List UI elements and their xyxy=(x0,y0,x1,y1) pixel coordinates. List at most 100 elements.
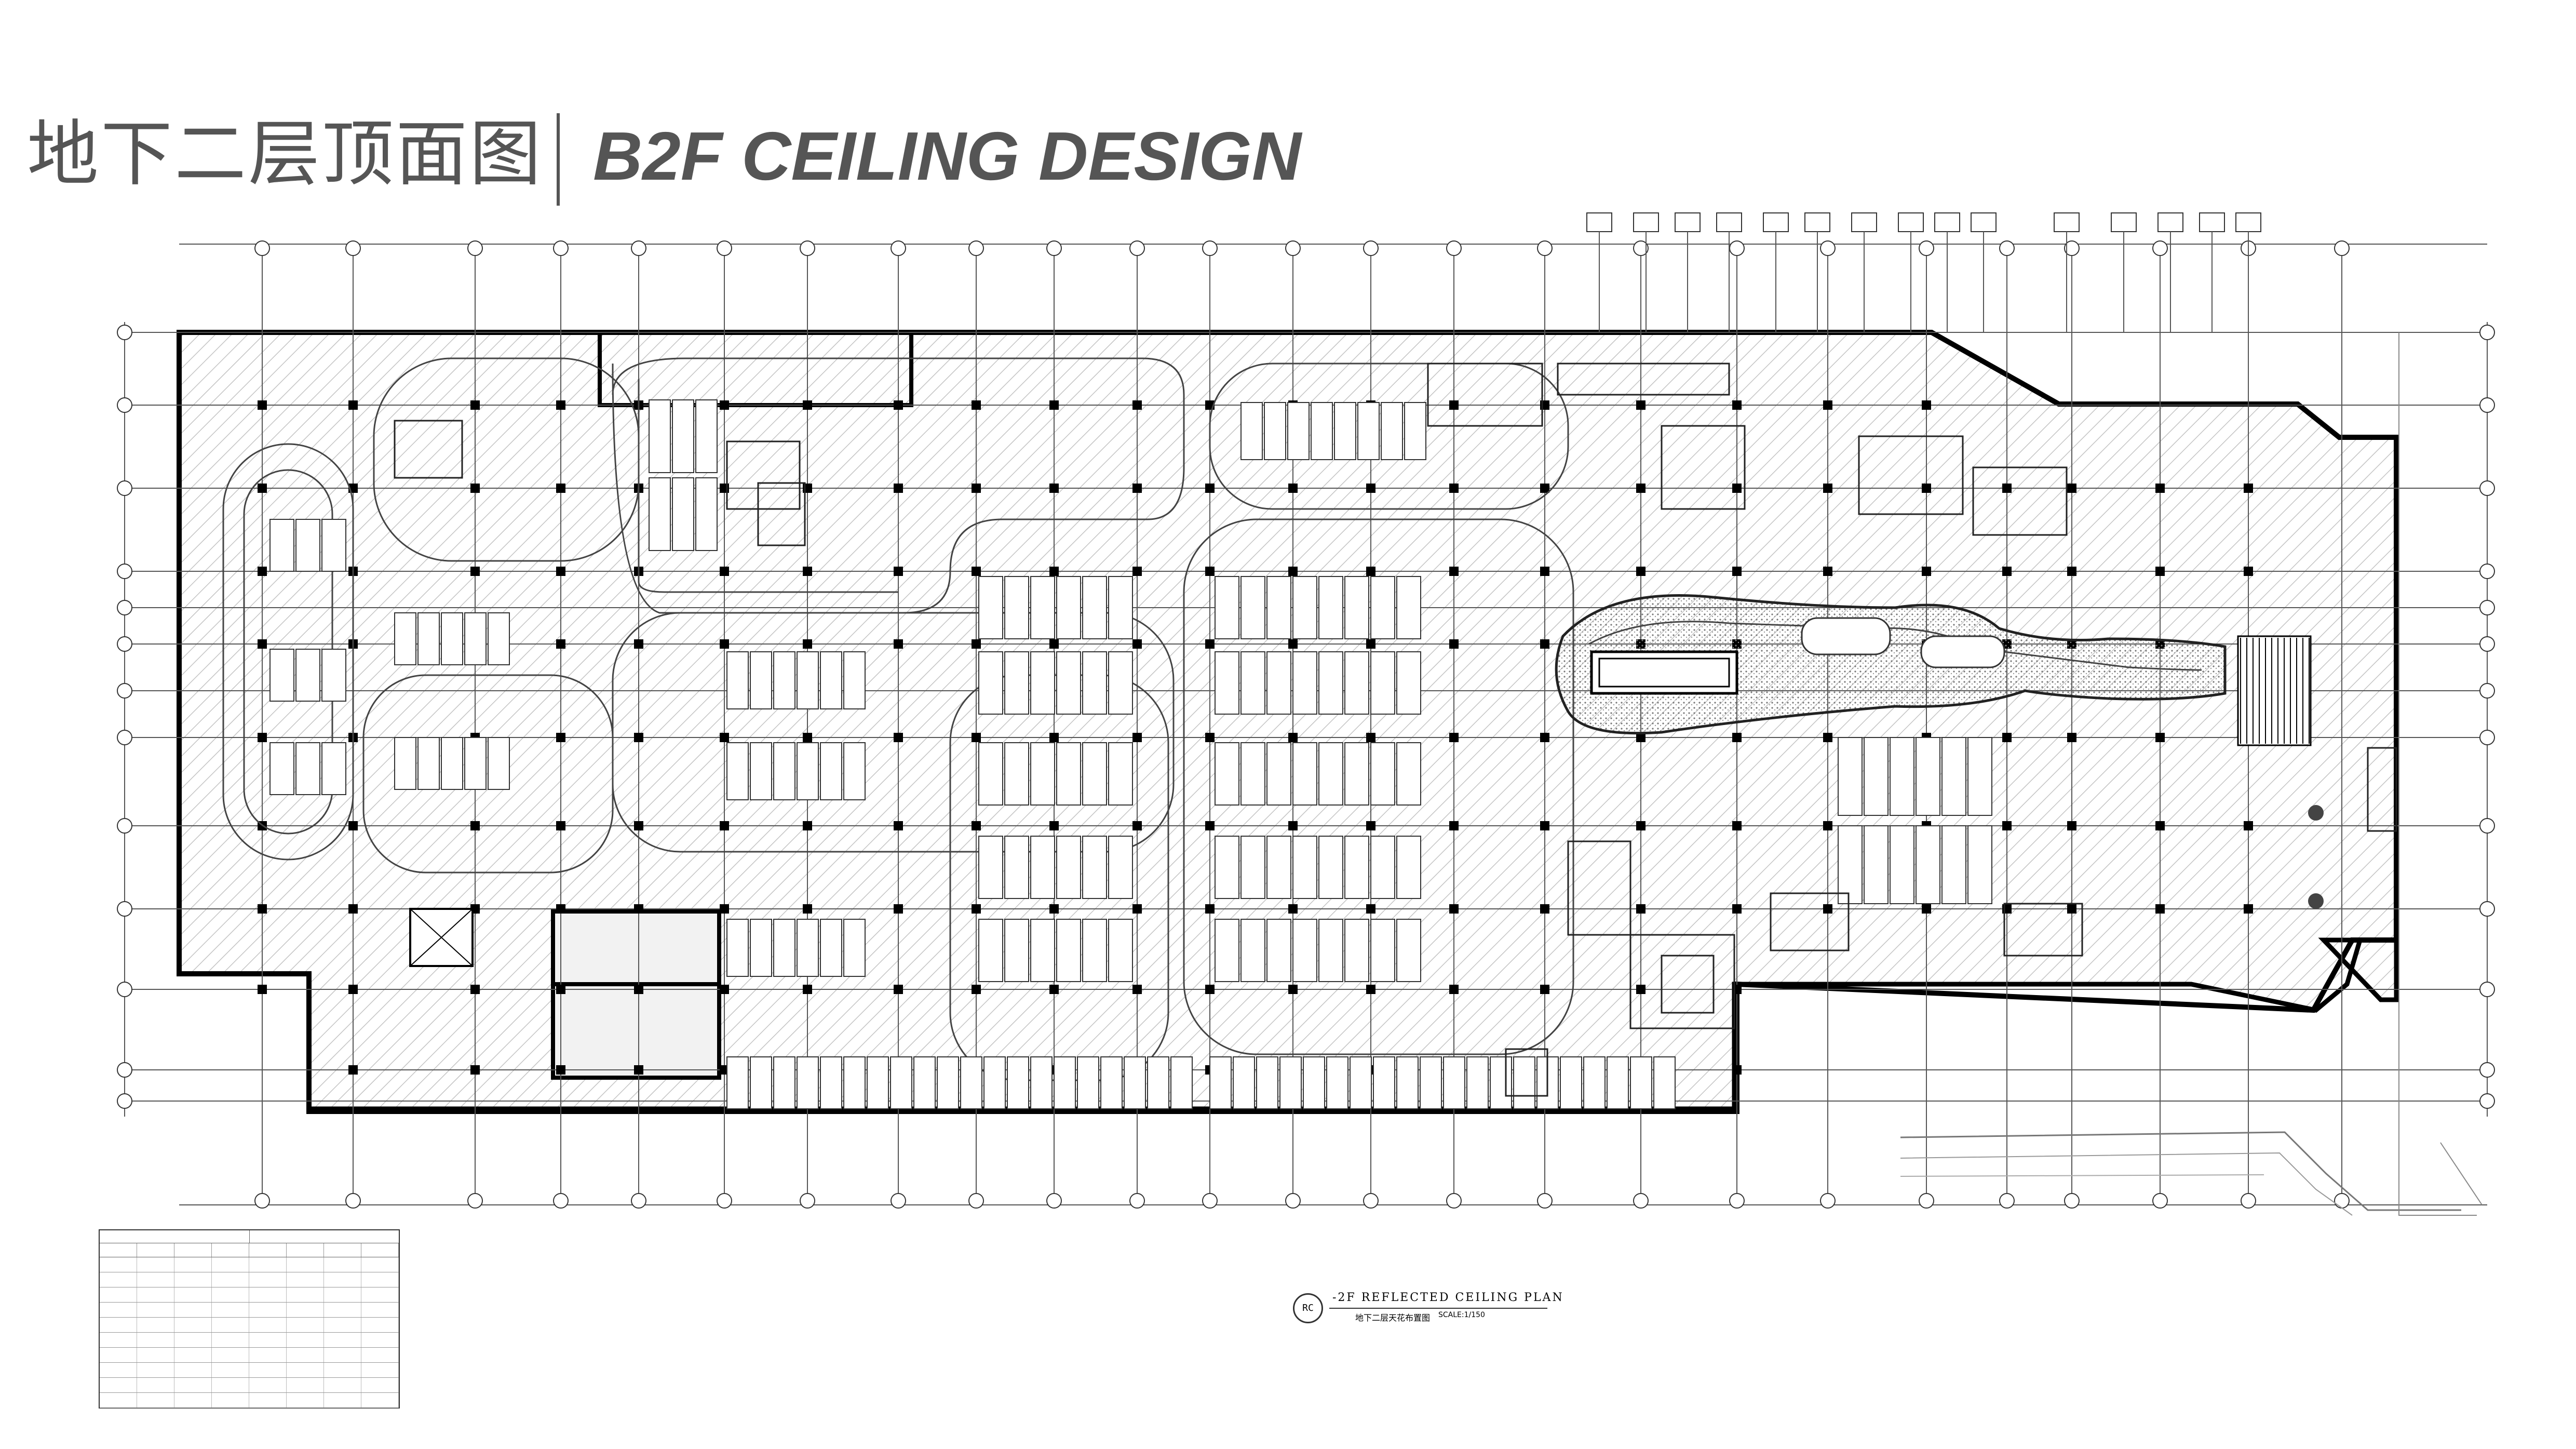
legend-cell xyxy=(249,1318,287,1332)
stall xyxy=(1370,919,1395,982)
grid-bubble-left xyxy=(117,818,132,834)
grid-bubble-bottom xyxy=(1820,1193,1836,1209)
stall xyxy=(1240,402,1263,460)
plan-scale: SCALE:1/150 xyxy=(1438,1311,1485,1319)
grid-bubble-right xyxy=(2479,1093,2495,1109)
grid-bubble-top xyxy=(1446,240,1462,256)
stall xyxy=(695,477,718,551)
legend-cell xyxy=(287,1303,324,1317)
grid-bubble-top xyxy=(800,240,815,256)
stall xyxy=(1381,402,1403,460)
legend-cell xyxy=(324,1272,361,1287)
room-partition xyxy=(1770,892,1850,951)
legend-cell xyxy=(212,1348,249,1362)
legend-cell xyxy=(174,1287,212,1302)
legend-cell xyxy=(324,1393,361,1407)
structural-column xyxy=(2155,567,2165,576)
structural-column xyxy=(556,639,565,649)
stall xyxy=(1916,825,1940,904)
structural-column xyxy=(634,821,643,830)
grid-bubble-right xyxy=(2479,325,2495,340)
legend-cell xyxy=(287,1318,324,1332)
grid-bubble-top xyxy=(968,240,984,256)
stall xyxy=(1030,576,1055,639)
structural-column xyxy=(634,985,643,994)
structural-column xyxy=(2244,904,2253,914)
structural-column xyxy=(2067,733,2076,742)
stall xyxy=(797,1056,819,1109)
stall xyxy=(1266,836,1291,899)
grid-bubble-top xyxy=(891,240,906,256)
legend-row xyxy=(100,1378,399,1393)
grid-bubble-top xyxy=(1729,240,1745,256)
grid-bubble-top xyxy=(1537,240,1553,256)
stall xyxy=(797,919,819,977)
structural-column xyxy=(1205,639,1215,649)
legend-cell xyxy=(100,1257,137,1272)
stall xyxy=(1030,651,1055,715)
room-partition xyxy=(1629,934,1735,1029)
structural-column xyxy=(1366,985,1375,994)
stall xyxy=(1838,737,1863,816)
legend-cell xyxy=(287,1287,324,1302)
stall xyxy=(1583,1056,1606,1109)
dimension-tag xyxy=(2199,212,2225,232)
stall xyxy=(269,649,294,702)
structural-column xyxy=(348,400,358,410)
grid-bubble-right xyxy=(2479,600,2495,615)
grid-bubble-bottom xyxy=(2064,1193,2080,1209)
stall xyxy=(1082,651,1107,715)
structural-column xyxy=(2244,484,2253,493)
stall xyxy=(1370,742,1395,806)
stall xyxy=(394,737,416,790)
structural-column xyxy=(1540,567,1549,576)
legend-cell xyxy=(287,1378,324,1392)
interior-rooms xyxy=(394,363,2397,1097)
stall xyxy=(750,651,772,709)
stall xyxy=(1240,919,1265,982)
structural-column xyxy=(972,484,981,493)
grid-bubble-top xyxy=(1129,240,1145,256)
grid-bubble-top xyxy=(553,240,569,256)
legend-cell xyxy=(249,1257,287,1272)
dimension-tag xyxy=(1716,212,1742,232)
grid-bubble-left xyxy=(117,901,132,917)
feature-circle-2 xyxy=(2308,893,2324,909)
structural-column xyxy=(1922,484,1931,493)
grid-bubble-bottom xyxy=(1919,1193,1934,1209)
grid-bubble-top xyxy=(1633,240,1649,256)
structural-column xyxy=(1205,904,1215,914)
legend-cell xyxy=(361,1257,399,1272)
grid-bubble-bottom xyxy=(1633,1193,1649,1209)
stall xyxy=(1344,742,1369,806)
stall xyxy=(1215,576,1239,639)
legend-cell xyxy=(100,1393,137,1407)
stall xyxy=(1030,1056,1053,1109)
stall xyxy=(773,651,795,709)
stall xyxy=(1490,1056,1512,1109)
stall xyxy=(1215,836,1239,899)
grid-bubble-top xyxy=(717,240,732,256)
legend-cell xyxy=(249,1333,287,1347)
structural-column xyxy=(1366,639,1375,649)
stall xyxy=(1653,1056,1676,1109)
stall xyxy=(820,742,842,800)
grid-bubble-top xyxy=(631,240,646,256)
room-partition xyxy=(1427,363,1543,427)
legend-cell xyxy=(174,1393,212,1407)
grid-bubble-top xyxy=(2334,240,2350,256)
legend-cell xyxy=(212,1287,249,1302)
stall xyxy=(1215,651,1239,715)
structural-column xyxy=(258,904,267,914)
structural-column xyxy=(258,400,267,410)
stall xyxy=(1292,836,1317,899)
stall xyxy=(1334,402,1356,460)
stall xyxy=(1124,1056,1146,1109)
stall xyxy=(1967,825,1992,904)
stall xyxy=(1303,1056,1325,1109)
grid-bubble-top xyxy=(2152,240,2168,256)
stall xyxy=(1077,1056,1099,1109)
legend-cell xyxy=(249,1378,287,1392)
legend-cell xyxy=(100,1287,137,1302)
stall xyxy=(978,919,1003,982)
